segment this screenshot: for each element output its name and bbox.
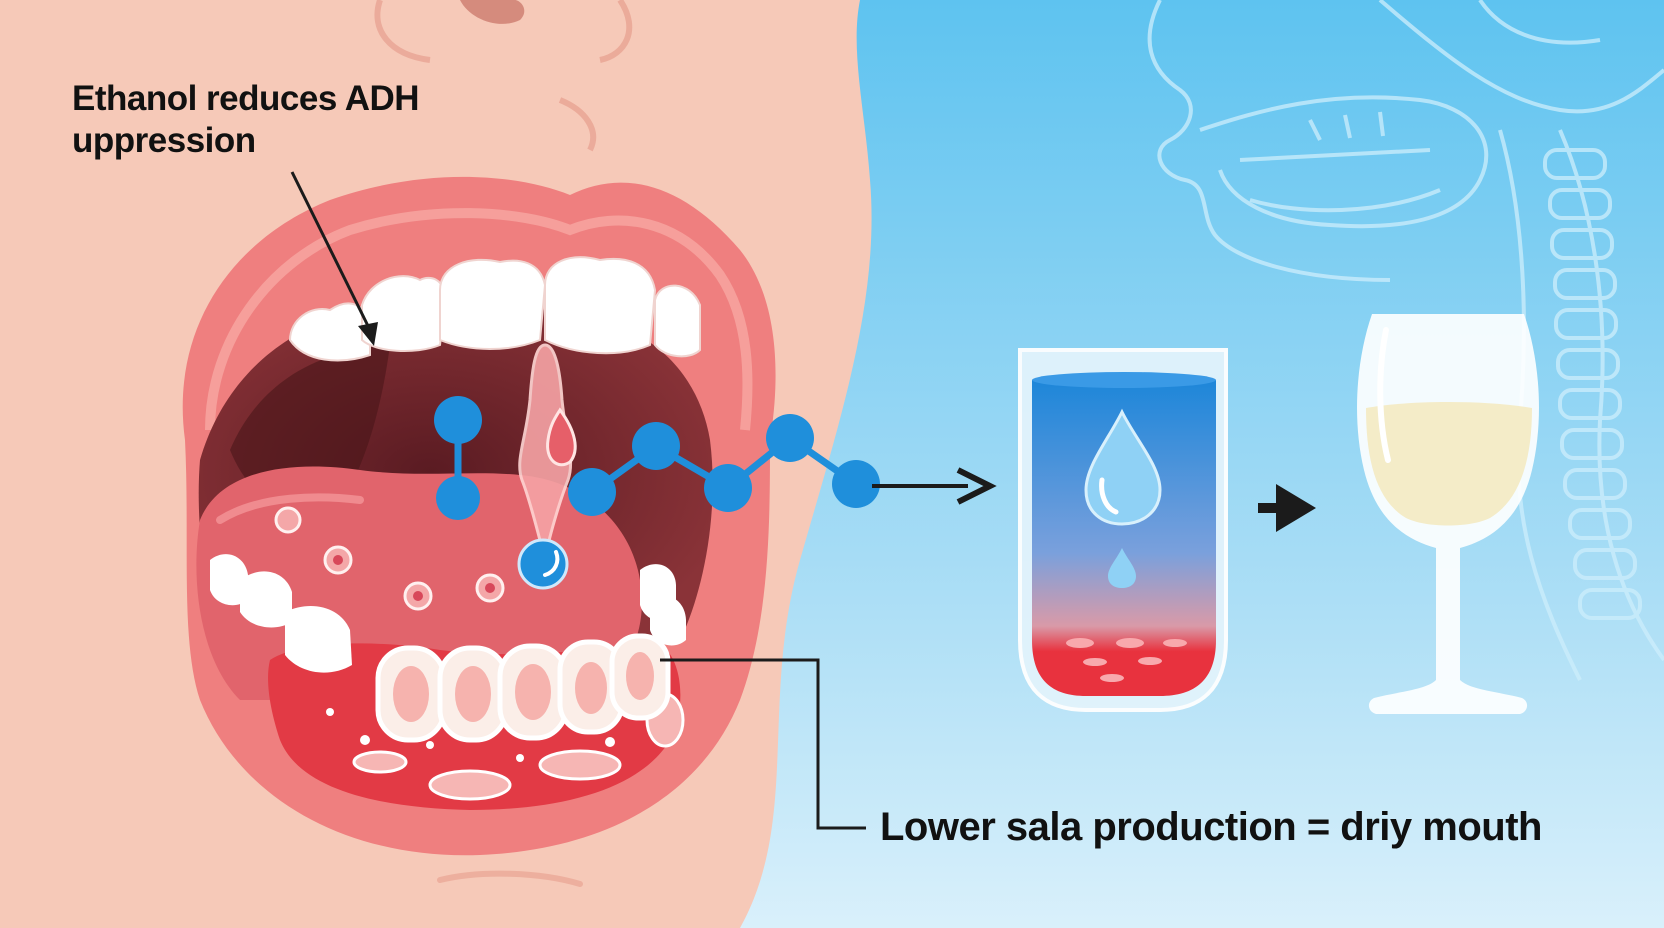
wine-glass: [1357, 314, 1539, 714]
bottom-pointer-line: [660, 658, 866, 830]
head-outline: [1147, 0, 1664, 681]
lip-highlight: [205, 208, 753, 431]
small-water-drop: [1108, 548, 1136, 588]
tongue-light: [216, 493, 364, 524]
molecule-atoms: [434, 396, 880, 590]
nose: [374, 0, 633, 152]
water-glass: [1018, 348, 1228, 712]
annotation-ethanol-line2: uppression: [72, 121, 256, 160]
annotation-dry-mouth: Lower sala production = driy mouth: [880, 805, 1542, 849]
top-pointer-line: [290, 171, 372, 331]
upper-teeth: [288, 256, 701, 362]
back-lower-teeth: [210, 554, 686, 673]
gum-spots: [352, 692, 685, 801]
nostril: [460, 0, 525, 24]
chin-crease: [437, 870, 583, 887]
annotation-ethanol-line1: Ethanol reduces ADH: [72, 79, 420, 118]
annotation-ethanol-adh: Ethanol reduces ADH uppression: [72, 78, 420, 162]
